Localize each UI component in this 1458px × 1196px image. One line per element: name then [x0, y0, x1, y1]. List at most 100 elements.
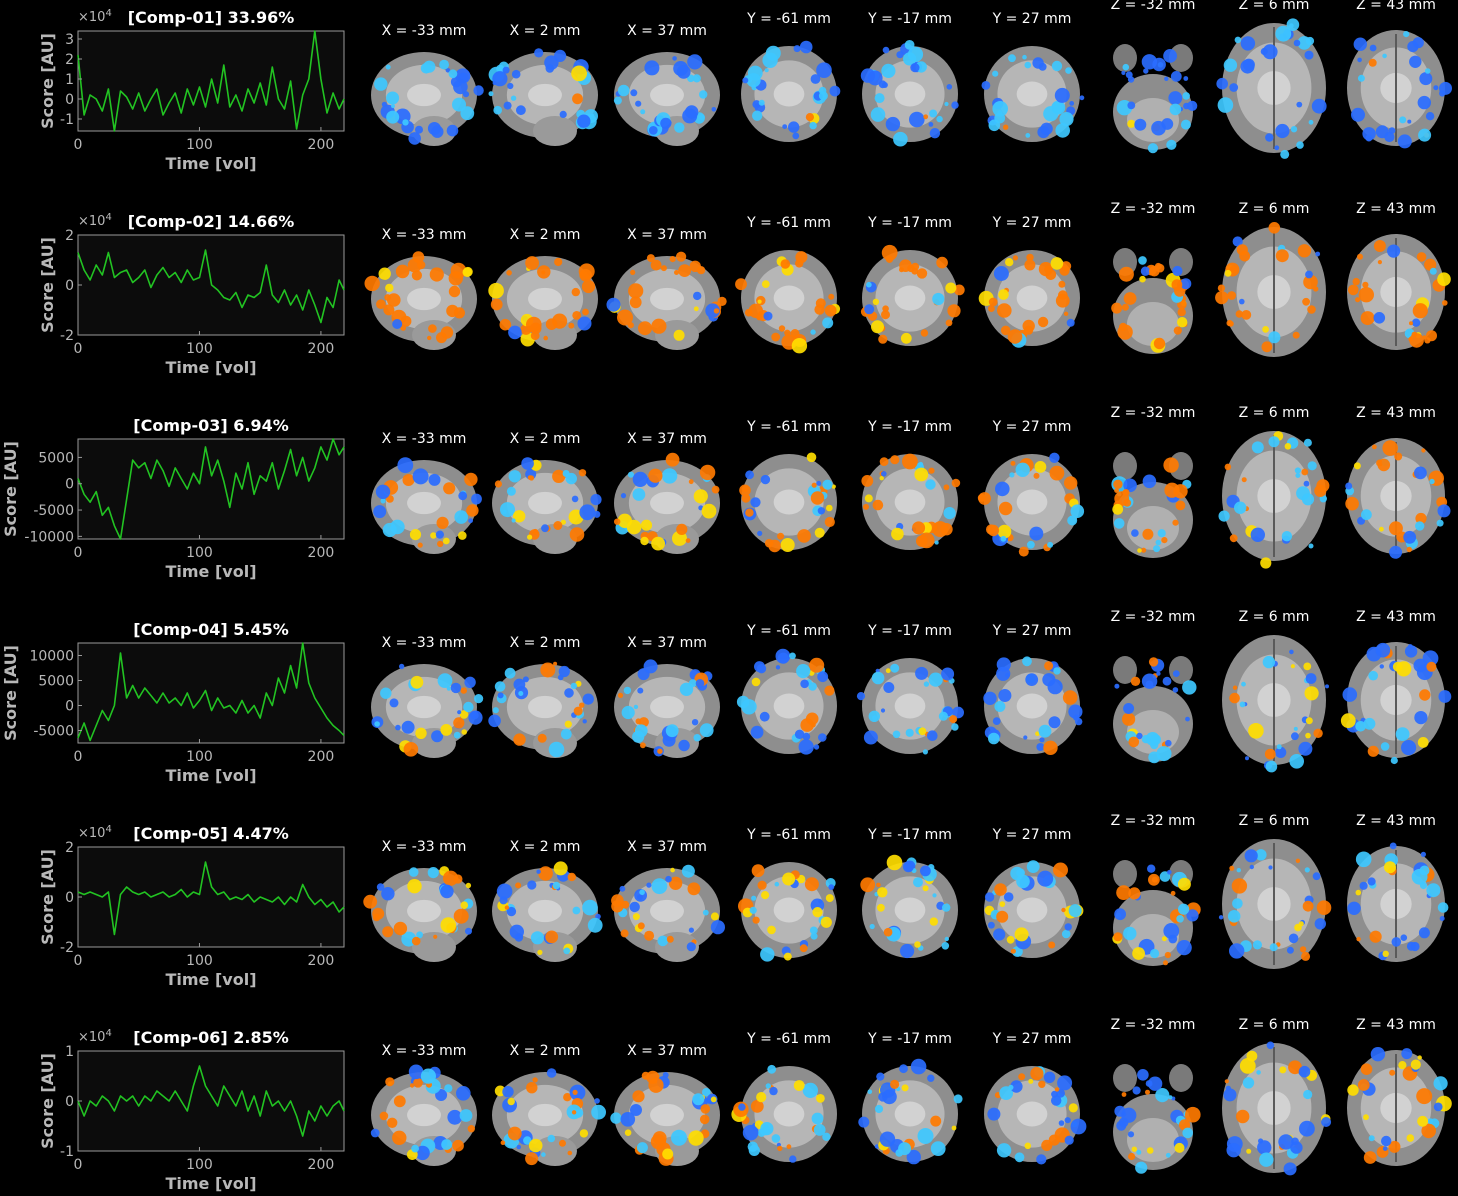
- activation-blob: [1406, 941, 1416, 951]
- activation-blob: [1050, 257, 1064, 270]
- activation-blob: [1248, 723, 1264, 739]
- activation-blob: [579, 702, 585, 708]
- activation-blob: [784, 329, 791, 336]
- activation-blob: [1409, 55, 1422, 68]
- activation-blob: [1433, 1102, 1443, 1112]
- brain-tissue: [1127, 506, 1179, 550]
- activation-blob: [1217, 284, 1225, 292]
- activation-blob: [818, 733, 827, 742]
- score-trace-line: [77, 861, 345, 936]
- brain-tissue: [894, 693, 926, 719]
- activation-blob: [1014, 927, 1029, 942]
- activation-blob: [905, 728, 914, 737]
- activation-blob: [806, 452, 817, 463]
- x-tick-label: 200: [308, 953, 335, 969]
- y-tick-label: -5000: [33, 724, 74, 740]
- activation-blob: [1268, 222, 1281, 234]
- activation-blob: [513, 733, 526, 746]
- activation-blob: [760, 1122, 774, 1136]
- activation-blob: [988, 297, 998, 307]
- activation-blob: [688, 927, 695, 933]
- slice-coordinate-label: Y = 27 mm: [992, 827, 1072, 843]
- activation-blob: [1070, 1118, 1087, 1135]
- activation-blob: [402, 119, 409, 126]
- brain-slice-axial-high: Z = 43 mm: [1347, 201, 1451, 350]
- activation-blob: [699, 1114, 710, 1125]
- slice-coordinate-label: Y = -61 mm: [746, 215, 831, 231]
- slice-coordinate-label: Y = -17 mm: [867, 623, 952, 639]
- score-trace-line: [77, 642, 345, 742]
- slice-coordinate-label: X = -33 mm: [382, 1043, 467, 1059]
- y-tick-label: 1: [65, 72, 74, 88]
- activation-blob: [1286, 946, 1294, 954]
- activation-blob: [648, 125, 658, 135]
- activation-blob: [797, 529, 811, 543]
- activation-blob: [1069, 101, 1075, 106]
- brain-tissue: [528, 1103, 562, 1127]
- activation-blob: [453, 307, 465, 319]
- activation-blob: [1022, 656, 1032, 667]
- activation-blob: [672, 56, 677, 61]
- activation-blob: [1147, 864, 1156, 873]
- activation-blob: [934, 540, 939, 545]
- activation-blob: [874, 1144, 880, 1149]
- y-tick-label: -1: [60, 1144, 74, 1160]
- activation-blob: [1150, 734, 1161, 746]
- activation-blob: [1229, 534, 1238, 543]
- activation-blob: [629, 901, 640, 913]
- brain-tissue: [650, 491, 684, 515]
- activation-blob: [810, 491, 825, 505]
- brain-slice-axial-low: Z = -32 mm: [1111, 0, 1198, 154]
- activation-blob: [1182, 1127, 1193, 1139]
- activation-blob: [466, 504, 479, 517]
- activation-blob: [1395, 727, 1410, 741]
- activation-blob: [1403, 530, 1417, 544]
- activation-blob: [511, 518, 516, 523]
- activation-blob: [1168, 1095, 1173, 1100]
- activation-blob: [578, 469, 587, 477]
- activation-blob: [527, 880, 537, 890]
- activation-blob: [688, 1130, 704, 1146]
- activation-blob: [1303, 1089, 1313, 1100]
- activation-blob: [922, 885, 929, 892]
- activation-blob: [1304, 686, 1319, 701]
- activation-blob: [1067, 515, 1078, 526]
- activation-blob: [861, 475, 874, 487]
- activation-blob: [1064, 1135, 1074, 1145]
- activation-blob: [1264, 748, 1276, 760]
- activation-blob: [637, 894, 643, 901]
- activation-blob: [621, 705, 635, 720]
- activation-blob: [749, 906, 757, 914]
- brain-tissue: [533, 1136, 577, 1166]
- brain-slice-sagittal: X = 37 mm: [613, 23, 720, 146]
- activation-blob: [1178, 903, 1190, 915]
- activation-blob: [1236, 868, 1242, 873]
- activation-blob: [1152, 57, 1166, 72]
- activation-blob: [953, 284, 965, 296]
- activation-blob: [444, 1084, 453, 1093]
- activation-blob: [876, 882, 881, 888]
- activation-blob: [1058, 280, 1066, 288]
- activation-blob: [912, 521, 926, 535]
- activation-blob: [1377, 458, 1391, 472]
- activation-blob: [1012, 946, 1023, 957]
- activation-blob: [804, 877, 819, 892]
- activation-blob: [502, 509, 507, 515]
- activation-blob: [499, 318, 512, 331]
- brain-tissue: [894, 1101, 926, 1127]
- activation-blob: [1426, 883, 1441, 898]
- activation-blob: [1250, 527, 1266, 542]
- brain-slice-axial-mid: Z = 6 mm: [1218, 405, 1330, 569]
- y-tick-label: 0: [65, 1094, 74, 1110]
- activation-blob: [1170, 71, 1182, 82]
- slice-coordinate-label: Z = -32 mm: [1111, 0, 1196, 13]
- activation-blob: [500, 502, 515, 518]
- brain-slice-sagittal: X = 37 mm: [614, 431, 720, 554]
- activation-blob: [998, 689, 1012, 702]
- activation-blob: [1172, 265, 1183, 277]
- activation-blob: [1261, 341, 1273, 353]
- brain-tissue: [1127, 302, 1179, 346]
- activation-blob: [1262, 326, 1269, 333]
- activation-blob: [1313, 286, 1319, 292]
- exponent-multiplier: ×104: [78, 212, 112, 229]
